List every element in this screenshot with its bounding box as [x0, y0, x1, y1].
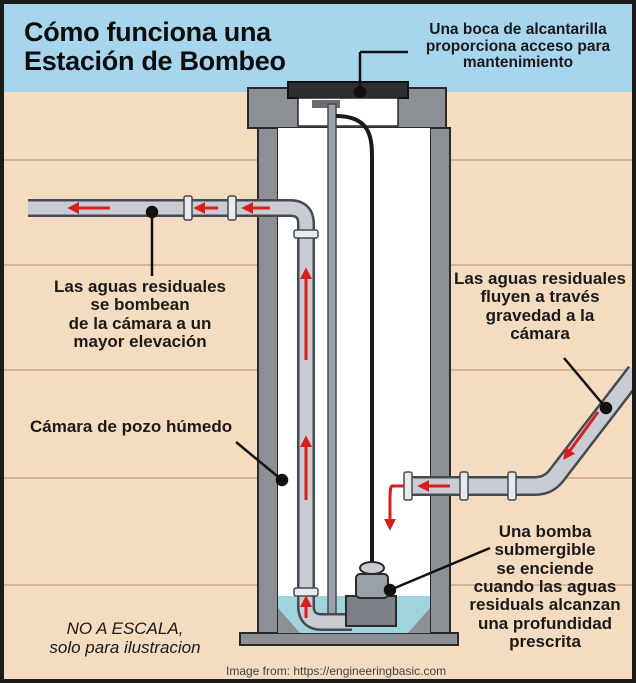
- gravity-flow-label: Las aguas residuales fluyen a través gra…: [444, 269, 636, 344]
- pumped-label-line-1: Las aguas residuales: [54, 277, 226, 296]
- gravity-label-line-3: gravedad a la: [485, 305, 595, 325]
- pumped-label-line-2: se bombean: [90, 295, 190, 315]
- flow-arrows: [67, 202, 600, 618]
- scale-note: NO A ESCALA, solo para ilustracion: [20, 619, 230, 657]
- sump-bottom: [278, 608, 430, 633]
- submersible-pump: [345, 561, 397, 627]
- discharge-pipe: [28, 195, 352, 631]
- scale-note-line-2: solo para ilustracion: [49, 637, 201, 657]
- manhole-label: Una boca de alcantarilla proporciona acc…: [400, 21, 636, 72]
- gravity-label-line-1: Las aguas residuales: [454, 269, 626, 288]
- leader-lines: [145, 50, 613, 597]
- manhole-label-line-1: Una boca de alcantarilla: [429, 21, 607, 38]
- pump-label: Una bomba submergible se enciende cuando…: [460, 522, 630, 652]
- guide-rail: [327, 103, 337, 625]
- pumped-label-line-3: de la cámara a un: [68, 313, 212, 333]
- chamber-walls: [239, 87, 459, 646]
- title-line-2: Estación de Bombeo: [24, 46, 286, 77]
- pump-label-line-5: residuals alcanzan: [469, 595, 621, 615]
- power-cable: [335, 114, 374, 570]
- scale-note-line-1: NO A ESCALA,: [66, 619, 184, 638]
- sky-band: [0, 0, 636, 92]
- inlet-pipe: [403, 365, 636, 501]
- image-credit: Image from: https://engineeringbasic.com: [226, 664, 447, 678]
- pump-label-line-1: Una bomba: [498, 522, 592, 541]
- pumped-label-line-4: mayor elevación: [73, 332, 207, 352]
- wet-well-label: Cámara de pozo húmedo: [30, 417, 233, 436]
- pump-label-line-6: una profundidad: [477, 613, 613, 633]
- manhole-label-line-3: mantenimiento: [462, 54, 574, 72]
- gravity-label-line-4: cámara: [510, 324, 570, 344]
- pumped-flow-label: Las aguas residuales se bombean de la cá…: [30, 277, 250, 352]
- diagram-title: Cómo funciona una Estación de Bombeo: [24, 17, 286, 77]
- pump-label-line-4: cuando las aguas: [473, 577, 617, 597]
- pump-label-line-7: prescrita: [509, 632, 581, 652]
- title-line-1: Cómo funciona una: [24, 17, 271, 47]
- pump-label-line-3: se enciende: [496, 558, 594, 578]
- pump-label-line-2: submergible: [494, 540, 596, 560]
- manhole-label-line-2: proporciona acceso para: [425, 37, 611, 55]
- gravity-label-line-2: fluyen a través: [480, 287, 600, 307]
- manhole-cover: [287, 81, 409, 127]
